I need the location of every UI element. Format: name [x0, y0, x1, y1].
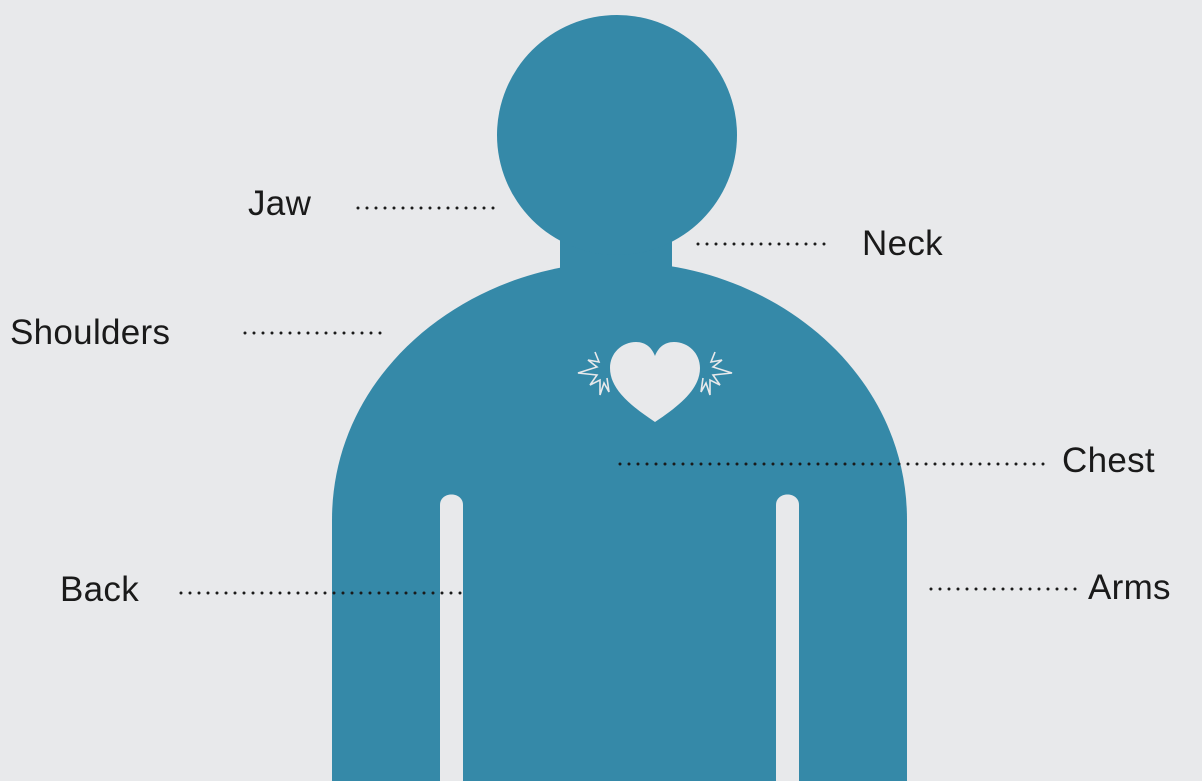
head-silhouette: [497, 15, 737, 255]
shoulders-label: Shoulders: [10, 313, 170, 353]
left-arm-gap: [440, 495, 463, 781]
back-label: Back: [60, 570, 139, 610]
neck-label: Neck: [862, 224, 943, 264]
arms-label: Arms: [1088, 568, 1171, 608]
torso-silhouette: [332, 262, 907, 781]
chest-label: Chest: [1062, 441, 1155, 481]
jaw-label: Jaw: [248, 184, 311, 224]
right-arm-gap: [776, 495, 799, 781]
